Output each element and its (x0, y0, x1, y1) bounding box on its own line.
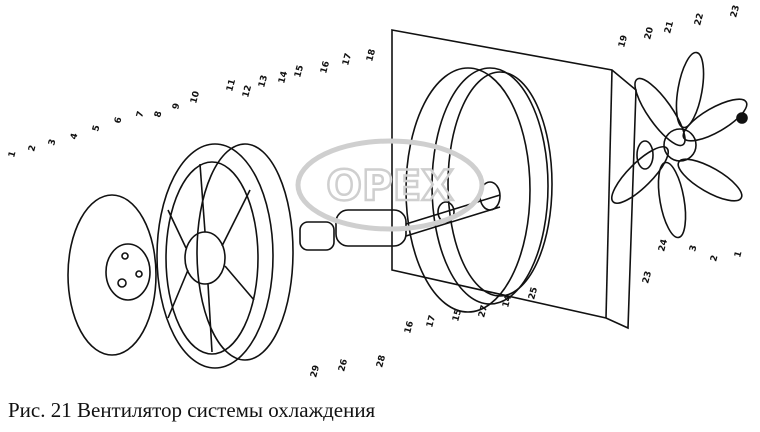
part-label-1: 1 (733, 250, 744, 259)
part-label-17: 17 (425, 314, 438, 329)
front-disc-hub (105, 243, 151, 301)
part-label-13: 13 (257, 74, 270, 89)
part-label-28: 28 (375, 354, 388, 369)
part-label-2: 2 (27, 144, 38, 153)
part-label-14: 14 (277, 70, 290, 85)
part-label-27: 27 (477, 304, 490, 319)
part-label-16: 16 (403, 320, 416, 335)
shroud-ring (405, 67, 531, 313)
part-label-11: 11 (225, 78, 238, 93)
part-label-25: 25 (527, 286, 540, 301)
part-label-15: 15 (293, 64, 306, 79)
part-label-7: 7 (135, 110, 146, 119)
part-label-1: 1 (7, 150, 18, 159)
part-label-24: 24 (657, 238, 670, 253)
part-label-16: 16 (319, 60, 332, 75)
part-label-23: 23 (729, 4, 742, 19)
part-label-5: 5 (91, 124, 102, 133)
part-label-23: 23 (641, 270, 654, 285)
part-label-14: 14 (501, 294, 514, 309)
part-label-3: 3 (47, 138, 58, 147)
part-label-3: 3 (688, 244, 699, 253)
part-label-29: 29 (309, 364, 322, 379)
pulley-outer-rim (156, 143, 274, 369)
part-label-8: 8 (153, 110, 164, 119)
front-disc (67, 194, 157, 356)
part-label-21: 21 (663, 20, 676, 35)
fan-blades (611, 51, 748, 239)
part-label-15: 15 (451, 308, 464, 323)
part-label-18: 18 (365, 48, 378, 63)
part-label-19: 19 (617, 34, 630, 49)
part-label-26: 26 (337, 358, 350, 373)
part-label-20: 20 (643, 26, 656, 41)
part-label-12: 12 (241, 84, 254, 99)
part-label-17: 17 (341, 52, 354, 67)
part-label-2: 2 (709, 254, 720, 263)
pulley-rim-back (196, 143, 294, 361)
figure-caption: Рис. 21 Вентилятор системы охлаждения (8, 398, 376, 422)
part-label-6: 6 (113, 116, 124, 125)
part-label-4: 4 (69, 132, 80, 141)
pulley-inner-rim (165, 161, 259, 355)
pulley-hub (184, 231, 226, 285)
part-label-10: 10 (189, 90, 202, 105)
part-label-22: 22 (693, 12, 706, 27)
part-label-9: 9 (171, 102, 182, 111)
